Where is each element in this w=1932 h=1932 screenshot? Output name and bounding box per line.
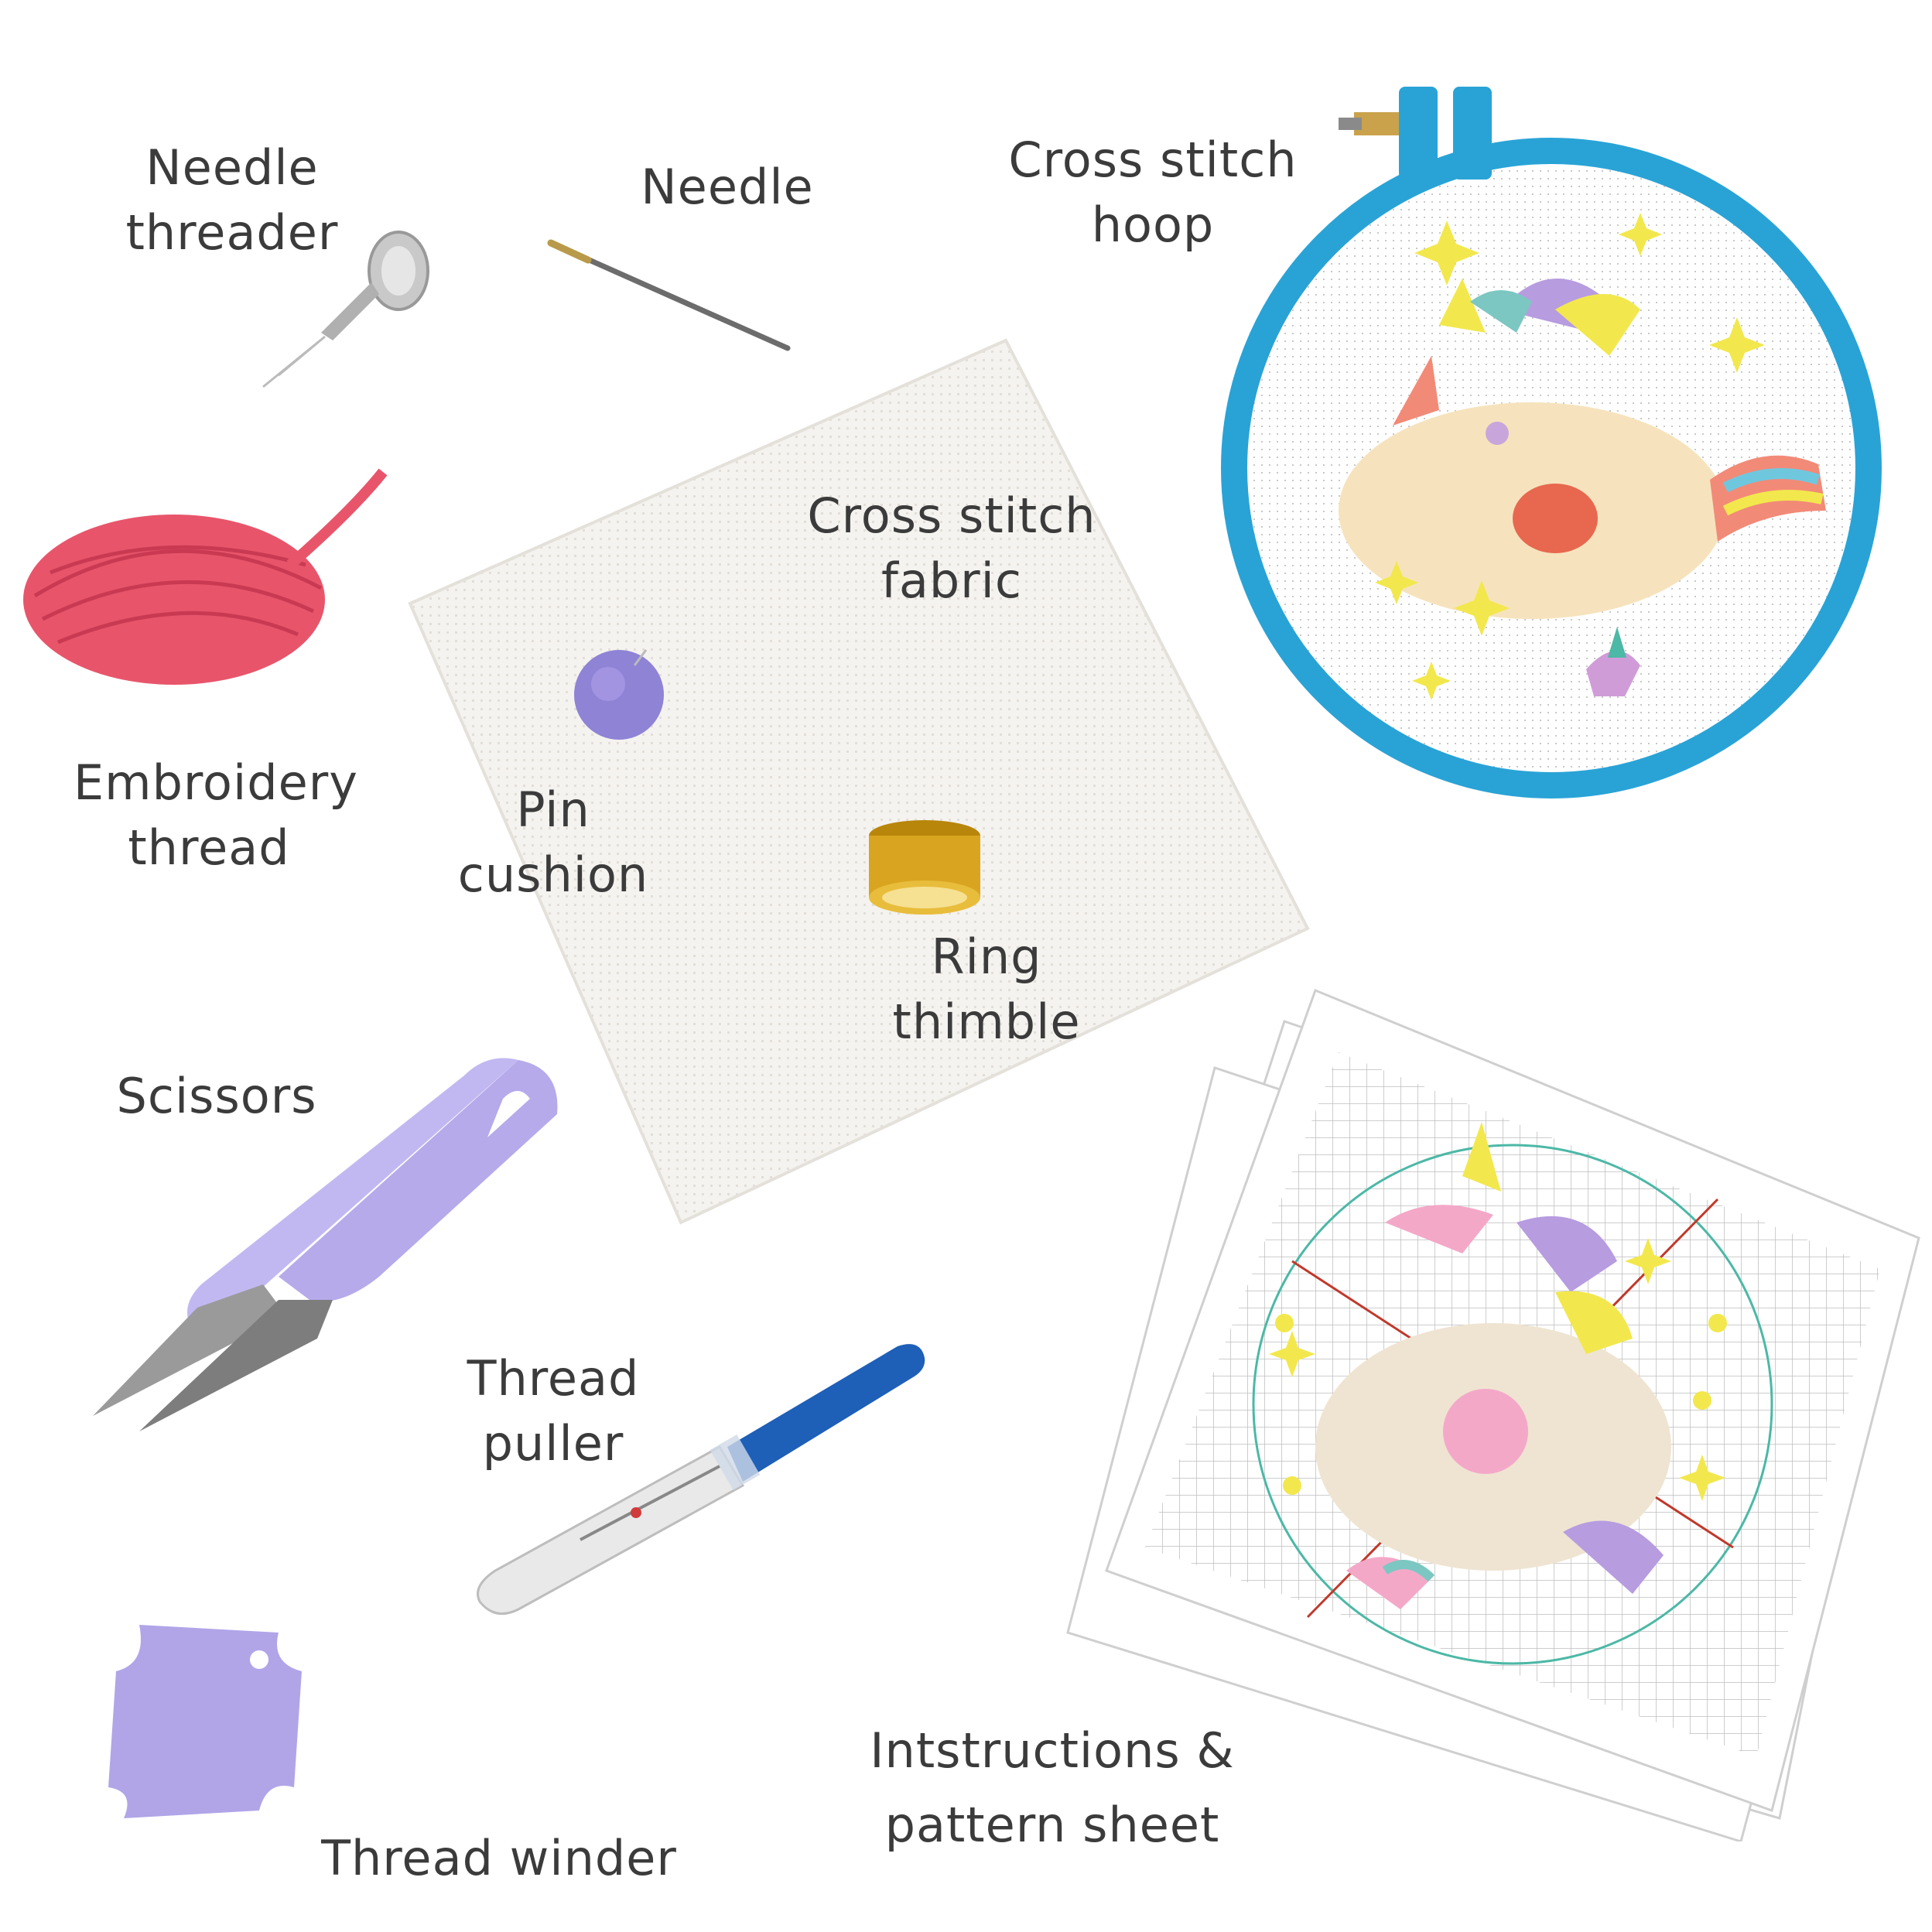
label-scissors: Scissors (116, 1068, 317, 1124)
pin-cushion-icon (574, 649, 664, 740)
needle-icon (547, 239, 791, 351)
embroidery-hoop-icon (1221, 87, 1882, 798)
label-pin-cushion: Pin cushion (457, 781, 649, 903)
label-ring-thimble: Ring thimble (892, 928, 1081, 1050)
label-thread-puller: Thread puller (467, 1350, 640, 1472)
needle-threader-icon (262, 231, 429, 388)
label-embroidery-thread: Embroidery thread (74, 754, 358, 876)
label-needle: Needle (641, 159, 814, 215)
thread-winder-icon (108, 1625, 302, 1818)
thread-skein-icon (23, 468, 388, 685)
label-cross-stitch-hoop: Cross stitch hoop (1008, 132, 1298, 253)
label-instructions-pattern-sheet: Intstructions & pattern sheet (870, 1722, 1235, 1853)
label-thread-winder: Thread winder (321, 1830, 677, 1886)
seam-ripper-icon (477, 1344, 925, 1616)
thimble-icon (869, 820, 980, 915)
scissors-icon (93, 1058, 558, 1431)
pattern-sheet-icon (1066, 989, 1920, 1841)
fabric-sheet-icon (408, 338, 1310, 1225)
label-needle-threader: Needle threader (125, 139, 339, 261)
label-cross-stitch-fabric: Cross stitch fabric (807, 487, 1096, 609)
